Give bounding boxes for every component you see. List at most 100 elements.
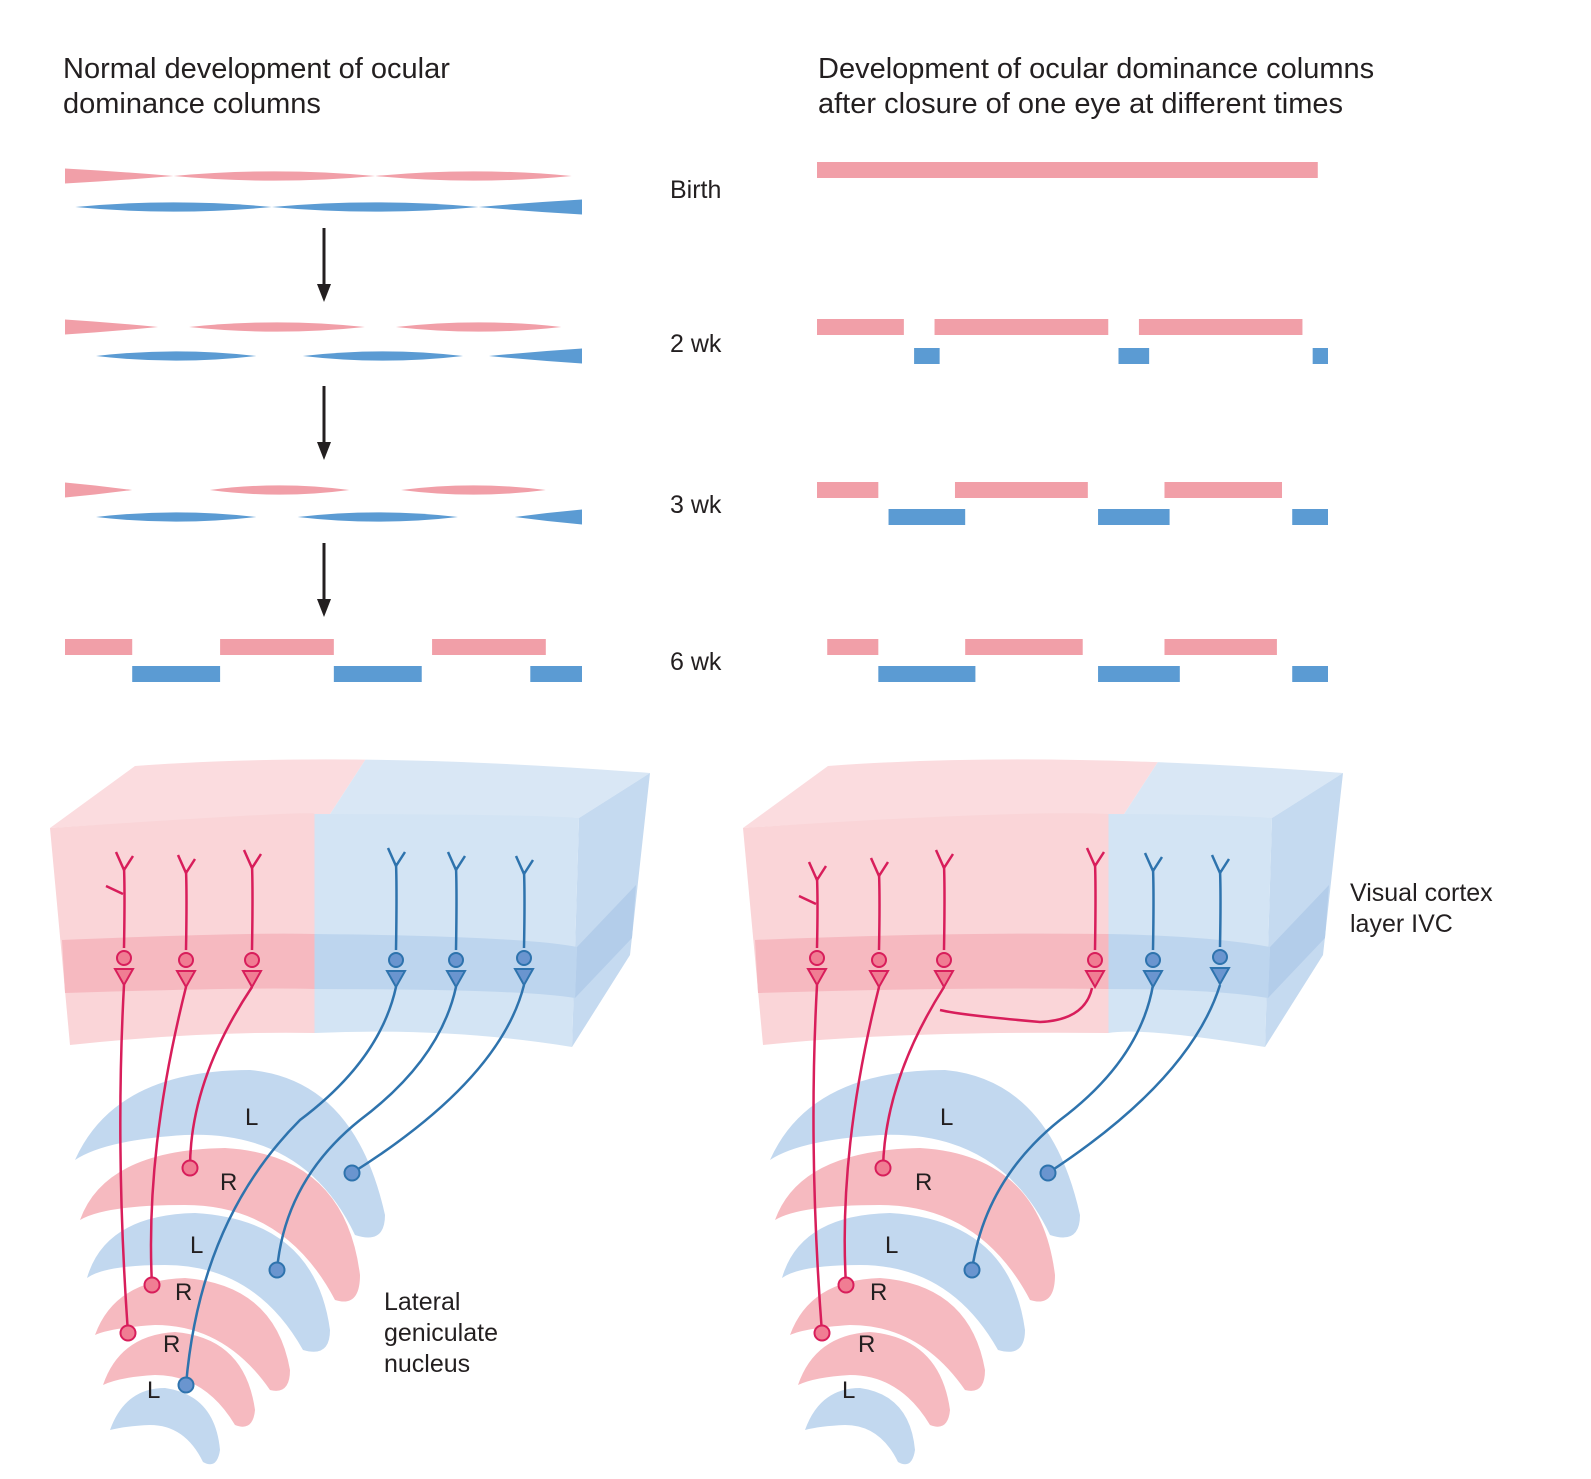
normal-right-eye-column <box>65 639 133 655</box>
synapse-terminal <box>513 968 535 988</box>
cortical-neuron <box>513 855 535 988</box>
normal-right-eye-column <box>189 322 365 332</box>
dendrite-branch <box>798 894 817 906</box>
normal-right-eye-column <box>173 171 376 181</box>
lgn-layer-left-eye <box>110 1388 220 1465</box>
lgn-layer-right-eye <box>95 1278 290 1391</box>
lgn-cell-body <box>874 1159 892 1177</box>
lgn-cell-body <box>837 1276 855 1294</box>
normal-left-eye-column <box>478 199 582 215</box>
dendrite-branch <box>176 854 197 874</box>
dendrite-branch <box>105 884 124 896</box>
soma <box>244 952 260 968</box>
soma <box>388 952 404 968</box>
normal-left-eye-column <box>302 351 464 361</box>
dendrite-branch <box>514 855 535 875</box>
lgn-label-line-2: geniculate <box>384 1319 498 1347</box>
soma <box>448 952 464 968</box>
dendrite <box>1218 869 1222 948</box>
deprived-right-eye-column <box>817 319 904 335</box>
lgn-layer-label: L <box>842 1377 855 1404</box>
lgn-label-line-1: Lateral <box>384 1288 461 1316</box>
deprived-right-eye-column <box>827 639 879 655</box>
lgn-layer-right-eye <box>775 1148 1055 1302</box>
dendrite-branch <box>114 851 135 871</box>
stage-label-birth: Birth <box>670 176 722 204</box>
lgn-layer-label: R <box>175 1279 192 1306</box>
lgn-cell-body <box>813 1324 831 1342</box>
lgn-layer-label: L <box>147 1377 160 1404</box>
dendrite-branch <box>1085 847 1106 867</box>
synapse-terminal <box>1209 967 1231 987</box>
normal-left-eye-column <box>75 202 272 212</box>
normal-right-eye-column <box>401 485 546 495</box>
normal-left-eye-column <box>96 351 257 361</box>
dendrite <box>522 870 526 949</box>
normal-right-eye-column <box>65 319 159 335</box>
cortical-neuron <box>105 851 135 988</box>
lgn-cell-body <box>177 1376 195 1394</box>
lgn-layer-label: L <box>940 1104 953 1131</box>
cortex-front-right-eye-column <box>743 813 1109 1045</box>
lgn-layer-label: L <box>885 1232 898 1259</box>
lgn-layer-label: R <box>870 1279 887 1306</box>
deprived-left-eye-column <box>1098 666 1180 682</box>
deprived-left-eye-column <box>1098 509 1170 525</box>
arrow-down-icon <box>317 284 331 302</box>
soma <box>178 952 194 968</box>
lgn-axon <box>939 987 1094 1024</box>
normal-title-line-2: dominance columns <box>63 88 321 120</box>
arrow-down-icon <box>317 442 331 460</box>
soma <box>936 952 952 968</box>
cortical-neuron <box>175 854 197 990</box>
lgn-cell-body <box>1039 1164 1057 1182</box>
deprived-right-eye-column <box>1138 319 1303 335</box>
soma <box>871 952 887 968</box>
layer-ivc-left-eye <box>314 934 577 998</box>
deprived-cortex-block <box>743 759 1343 1047</box>
dendrite <box>942 864 946 951</box>
dendrite <box>1093 862 1097 951</box>
normal-left-eye-column <box>514 509 582 525</box>
lgn-layer-label: R <box>220 1169 237 1196</box>
lgn-cell-body <box>143 1276 161 1294</box>
dendrite-branch <box>1210 854 1231 874</box>
dendrite-branch <box>807 861 828 881</box>
visual-cortex-label: Visual cortex layer IVC <box>1350 878 1493 940</box>
lgn-layer-label: R <box>858 1331 875 1358</box>
normal-left-eye-column <box>271 202 479 212</box>
cortex-front-right-eye-column <box>50 813 315 1045</box>
lgn-axon <box>184 986 398 1386</box>
normal-right-eye-column <box>395 322 562 332</box>
dendrite-branch <box>1143 852 1164 872</box>
normal-left-eye-column <box>96 512 257 522</box>
soma <box>516 950 532 966</box>
normal-title-line-1: Normal development of ocular <box>63 53 450 85</box>
synapse-terminal <box>241 970 263 990</box>
deprived-left-eye-column <box>888 509 966 525</box>
lgn-layer-label: L <box>245 1104 258 1131</box>
dendrite <box>184 869 188 951</box>
deprived-right-eye-column <box>934 319 1109 335</box>
lgn-cell-body <box>963 1261 981 1279</box>
lgn-layer-left-eye <box>75 1070 385 1238</box>
cortical-neuron <box>868 857 890 990</box>
synapse-terminal <box>868 970 890 990</box>
cortical-neuron <box>445 851 467 990</box>
dendrite-branch <box>869 857 890 877</box>
dendrite-branch <box>446 851 467 871</box>
cortex-side-band <box>575 885 636 998</box>
cortical-neuron <box>241 849 263 990</box>
dendrite-branch <box>242 849 263 869</box>
lgn-label: Lateral geniculate nucleus <box>384 1287 498 1380</box>
synapse-terminal <box>113 968 135 988</box>
cortex-front-left-eye-column <box>314 814 579 1047</box>
stage-label-2wk: 2 wk <box>670 330 722 358</box>
lgn-axon <box>275 986 458 1271</box>
soma <box>1145 952 1161 968</box>
soma <box>116 950 132 966</box>
lgn-axon <box>970 984 1155 1271</box>
axons <box>105 847 1231 1394</box>
